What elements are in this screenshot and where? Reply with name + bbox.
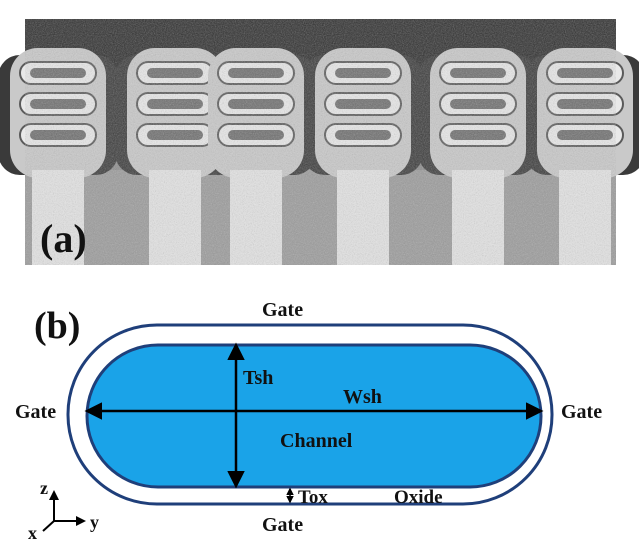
panel-b-schematic	[42, 323, 554, 532]
tsh-label: Tsh	[243, 367, 273, 389]
axis-z-label: z	[40, 478, 48, 498]
gate-left-label: Gate	[15, 401, 56, 423]
axis-y-label: y	[90, 512, 99, 532]
axis-x-label: x	[28, 523, 37, 543]
channel-shape	[85, 343, 543, 489]
x-axis-line	[42, 520, 55, 532]
panel-a-label: (a)	[40, 216, 87, 261]
panel-a-micrograph	[0, 19, 639, 265]
gate-right-label: Gate	[561, 401, 602, 423]
wsh-label: Wsh	[343, 386, 382, 408]
micrograph-noise	[25, 19, 616, 265]
tox-label: Tox	[298, 487, 328, 508]
oxide-label: Oxide	[394, 487, 443, 508]
channel-label: Channel	[280, 430, 353, 452]
gate-bottom-label: Gate	[262, 514, 303, 536]
gate-top-label: Gate	[262, 299, 303, 321]
panel-b-label: (b)	[34, 305, 80, 347]
